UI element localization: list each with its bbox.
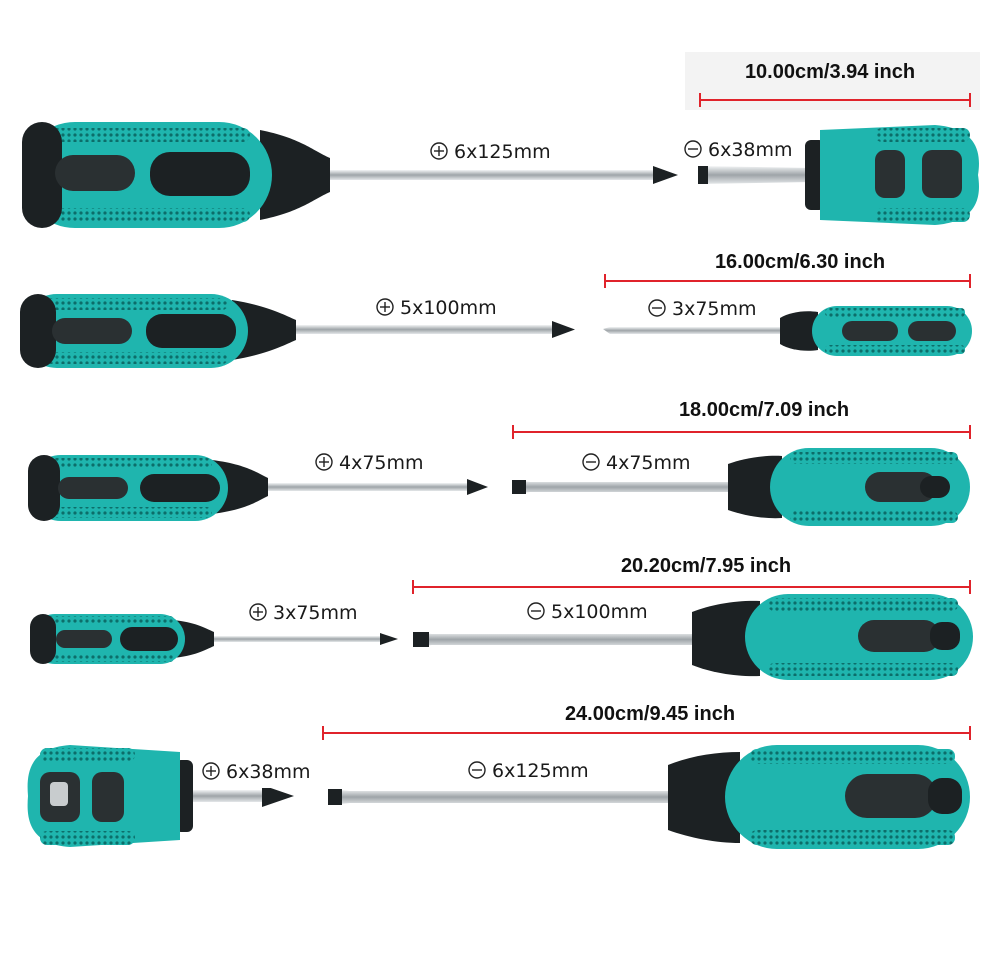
dimension-1: 10.00cm/3.94 inch	[685, 52, 980, 110]
slotted-screwdriver-3x75	[603, 306, 972, 356]
minus-icon	[527, 602, 545, 620]
minus-icon	[468, 761, 486, 779]
plus-icon	[315, 453, 333, 471]
spec-label-right-1: 6x38mm	[683, 134, 805, 164]
spec-text: 3x75mm	[672, 298, 757, 320]
plus-icon	[430, 142, 448, 160]
spec-label-right-5: 6x125mm	[462, 754, 612, 784]
spec-text: 4x75mm	[606, 452, 691, 474]
row-1: 10.00cm/3.94 inch 6x125mm	[22, 52, 980, 228]
spec-label-left-5: 6x38mm	[196, 756, 321, 788]
spec-text: 5x100mm	[551, 601, 648, 623]
dimension-label: 10.00cm/3.94 inch	[745, 61, 915, 83]
row-2: 16.00cm/6.30 inch 5x100mm	[20, 251, 972, 368]
slotted-screwdriver-4x75	[512, 448, 970, 526]
spec-text: 6x125mm	[454, 141, 551, 163]
phillips-screwdriver-5x100	[20, 294, 575, 368]
row-4: 20.20cm/7.95 inch 3x75mm	[30, 555, 973, 680]
phillips-screwdriver-3x75	[30, 614, 398, 664]
row-5: 24.00cm/9.45 inch 6x38mm	[27, 703, 971, 849]
spec-text: 4x75mm	[339, 452, 424, 474]
spec-text: 5x100mm	[400, 297, 497, 319]
dimension-4: 20.20cm/7.95 inch	[412, 555, 971, 594]
spec-text: 6x38mm	[226, 761, 311, 783]
dimension-label: 20.20cm/7.95 inch	[621, 555, 791, 577]
spec-text: 6x38mm	[708, 139, 793, 161]
spec-label-right-2: 3x75mm	[645, 293, 770, 323]
spec-label-right-3: 4x75mm	[578, 446, 703, 476]
plus-icon	[202, 762, 220, 780]
spec-label-left-2: 5x100mm	[365, 291, 515, 323]
spec-text: 3x75mm	[273, 602, 358, 624]
spec-text: 6x125mm	[492, 760, 589, 782]
dimension-2: 16.00cm/6.30 inch	[604, 251, 971, 288]
dimension-3: 18.00cm/7.09 inch	[512, 399, 971, 439]
spec-label-left-1: 6x125mm	[420, 134, 580, 166]
minus-icon	[648, 299, 666, 317]
spec-label-left-4: 3x75mm	[240, 596, 370, 628]
plus-icon	[249, 603, 267, 621]
dimension-label: 18.00cm/7.09 inch	[679, 399, 849, 421]
phillips-screwdriver-6x125	[22, 122, 678, 228]
slotted-screwdriver-6x38	[698, 125, 979, 225]
row-3: 18.00cm/7.09 inch 4x75mm	[28, 399, 971, 526]
minus-icon	[684, 140, 702, 158]
spec-label-left-3: 4x75mm	[305, 446, 440, 478]
spec-label-right-4: 5x100mm	[522, 596, 667, 626]
phillips-screwdriver-4x75	[28, 455, 488, 521]
minus-icon	[582, 453, 600, 471]
slotted-screwdriver-5x100	[413, 594, 973, 680]
phillips-screwdriver-6x38	[27, 745, 294, 847]
slotted-screwdriver-6x125	[328, 745, 970, 849]
plus-icon	[376, 298, 394, 316]
dimension-label: 16.00cm/6.30 inch	[715, 251, 885, 273]
dimension-label: 24.00cm/9.45 inch	[565, 703, 735, 725]
dimension-5: 24.00cm/9.45 inch	[322, 703, 971, 740]
